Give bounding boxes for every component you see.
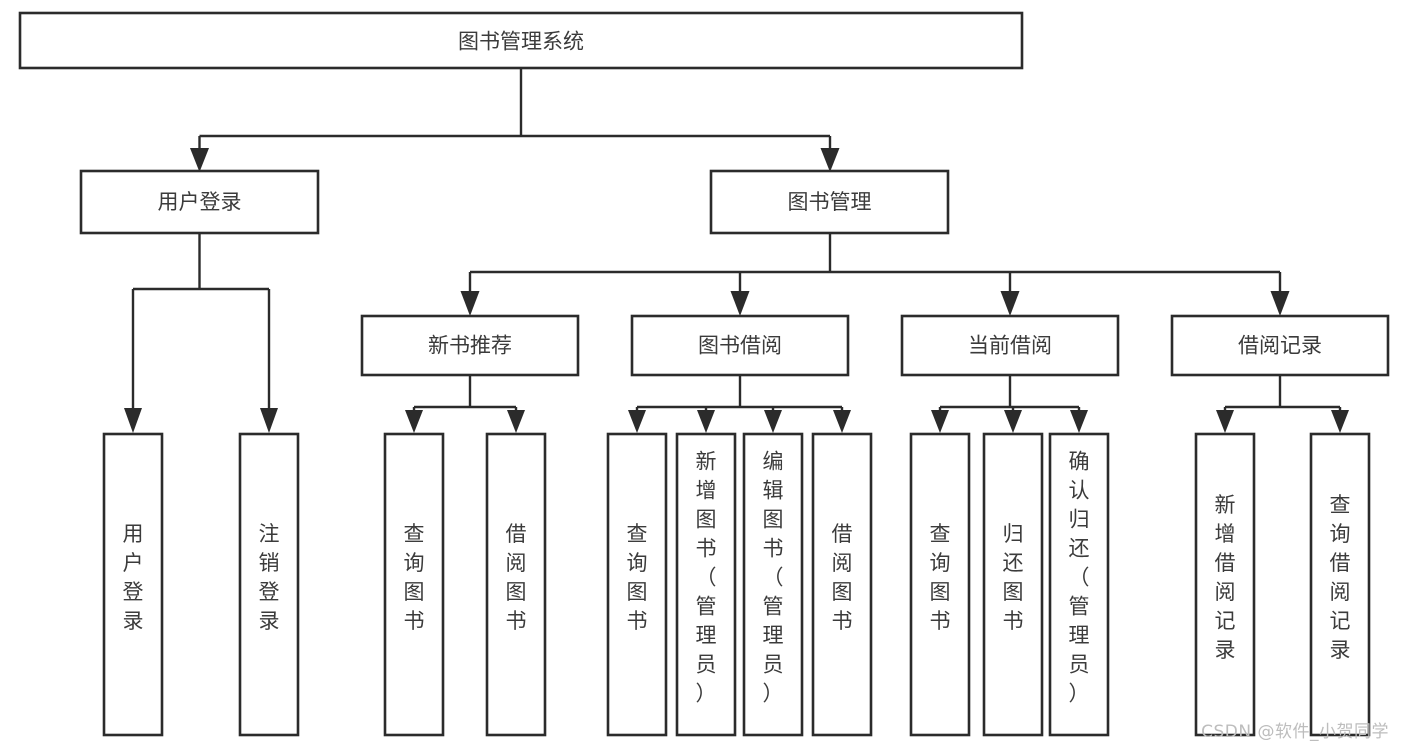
arrowhead-leaf-return-book bbox=[1004, 410, 1022, 433]
node-leaf-user-login[interactable]: 用户登录 bbox=[102, 432, 164, 737]
arrowhead-borrow-record bbox=[1270, 291, 1290, 316]
node-user-login[interactable]: 用户登录 bbox=[79, 169, 320, 235]
node-leaf-borrow-book-rec[interactable]: 借阅图书 bbox=[485, 432, 547, 737]
node-book-manage[interactable]: 图书管理 bbox=[709, 169, 950, 235]
node-leaf-user-login-label: 用户登录 bbox=[123, 522, 144, 633]
node-current-borrow-box[interactable] bbox=[900, 314, 1120, 377]
node-leaf-query-book-borrow-label: 查询图书 bbox=[627, 522, 648, 633]
arrowhead-new-book-recommend bbox=[460, 291, 480, 316]
node-root[interactable]: 图书管理系统 bbox=[18, 11, 1024, 70]
node-leaf-borrow-book[interactable]: 借阅图书 bbox=[811, 432, 873, 737]
arrowhead-current-borrow bbox=[1000, 291, 1020, 316]
node-user-login-label: 用户登录 bbox=[158, 190, 242, 214]
arrowhead-leaf-add-book-admin bbox=[697, 410, 715, 433]
node-leaf-query-book-rec-label: 查询图书 bbox=[404, 522, 425, 633]
node-leaf-return-book-box[interactable] bbox=[982, 432, 1044, 737]
node-leaf-add-borrow-record-box[interactable] bbox=[1194, 432, 1256, 737]
arrowhead-book-manage bbox=[820, 148, 840, 172]
node-book-manage-label: 图书管理 bbox=[788, 190, 872, 214]
arrowhead-leaf-confirm-return-admin bbox=[1070, 410, 1088, 433]
arrowhead-leaf-edit-book-admin bbox=[764, 410, 782, 433]
arrowhead-book-borrow bbox=[730, 291, 750, 316]
node-leaf-add-borrow-record-label: 新增借阅记录 bbox=[1215, 493, 1236, 662]
node-book-borrow-label: 图书借阅 bbox=[698, 334, 782, 358]
node-root-label: 图书管理系统 bbox=[458, 30, 584, 54]
arrowhead-leaf-query-book-borrow bbox=[628, 410, 646, 433]
node-leaf-confirm-return-admin-box[interactable] bbox=[1048, 432, 1110, 737]
node-new-book-recommend-box[interactable] bbox=[360, 314, 580, 377]
node-leaf-query-borrow-record[interactable]: 查询借阅记录 bbox=[1309, 432, 1371, 737]
node-leaf-borrow-book-label: 借阅图书 bbox=[832, 522, 853, 633]
arrowhead-leaf-query-book-rec bbox=[405, 410, 423, 433]
node-borrow-record-label: 借阅记录 bbox=[1238, 334, 1322, 358]
arrowhead-user-login bbox=[190, 148, 209, 172]
node-leaf-confirm-return-admin[interactable]: 确认归还（管理员） bbox=[1048, 432, 1110, 737]
node-leaf-borrow-book-box[interactable] bbox=[811, 432, 873, 737]
node-leaf-add-book-admin-label: 新增图书（管理员） bbox=[696, 450, 717, 706]
node-leaf-edit-book-admin-box[interactable] bbox=[742, 432, 804, 737]
arrowhead-leaf-user-login bbox=[124, 408, 142, 433]
node-leaf-add-borrow-record[interactable]: 新增借阅记录 bbox=[1194, 432, 1256, 737]
connectors-group bbox=[124, 68, 1349, 433]
node-book-borrow-box[interactable] bbox=[630, 314, 850, 377]
arrowhead-leaf-borrow-book bbox=[833, 410, 851, 433]
node-leaf-query-book-current-label: 查询图书 bbox=[930, 522, 951, 633]
node-user-login-box[interactable] bbox=[79, 169, 320, 235]
node-leaf-query-book-borrow[interactable]: 查询图书 bbox=[606, 432, 668, 737]
arrowhead-leaf-query-book-current bbox=[931, 410, 949, 433]
node-root-box[interactable] bbox=[18, 11, 1024, 70]
node-book-borrow[interactable]: 图书借阅 bbox=[630, 314, 850, 377]
node-leaf-query-book-current[interactable]: 查询图书 bbox=[909, 432, 971, 737]
node-current-borrow-label: 当前借阅 bbox=[968, 334, 1052, 358]
node-new-book-recommend[interactable]: 新书推荐 bbox=[360, 314, 580, 377]
node-leaf-add-book-admin-box[interactable] bbox=[675, 432, 737, 737]
node-borrow-record-box[interactable] bbox=[1170, 314, 1390, 377]
node-leaf-borrow-book-rec-label: 借阅图书 bbox=[506, 522, 527, 633]
arrowhead-leaf-add-borrow-record bbox=[1216, 410, 1234, 433]
node-leaf-return-book-label: 归还图书 bbox=[1003, 522, 1024, 633]
node-new-book-recommend-label: 新书推荐 bbox=[428, 334, 512, 358]
node-book-manage-box[interactable] bbox=[709, 169, 950, 235]
node-leaf-user-login-box[interactable] bbox=[102, 432, 164, 737]
arrowhead-leaf-borrow-book-rec bbox=[507, 410, 525, 433]
node-leaf-return-book[interactable]: 归还图书 bbox=[982, 432, 1044, 737]
node-leaf-borrow-book-rec-box[interactable] bbox=[485, 432, 547, 737]
arrowhead-leaf-logout-login bbox=[260, 408, 278, 433]
node-leaf-edit-book-admin-label: 编辑图书（管理员） bbox=[763, 450, 784, 706]
csdn-watermark: CSDN @软件_小贺同学 bbox=[1201, 722, 1389, 742]
node-borrow-record[interactable]: 借阅记录 bbox=[1170, 314, 1390, 377]
node-leaf-edit-book-admin[interactable]: 编辑图书（管理员） bbox=[742, 432, 804, 737]
node-leaf-query-borrow-record-label: 查询借阅记录 bbox=[1330, 493, 1351, 662]
node-leaf-query-book-rec-box[interactable] bbox=[383, 432, 445, 737]
node-leaf-confirm-return-admin-label: 确认归还（管理员） bbox=[1069, 450, 1090, 706]
arrowhead-leaf-query-borrow-record bbox=[1331, 410, 1349, 433]
node-leaf-query-borrow-record-box[interactable] bbox=[1309, 432, 1371, 737]
node-leaf-query-book-borrow-box[interactable] bbox=[606, 432, 668, 737]
node-leaf-query-book-rec[interactable]: 查询图书 bbox=[383, 432, 445, 737]
node-current-borrow[interactable]: 当前借阅 bbox=[900, 314, 1120, 377]
node-leaf-add-book-admin[interactable]: 新增图书（管理员） bbox=[675, 432, 737, 737]
node-leaf-logout-login[interactable]: 注销登录 bbox=[238, 432, 300, 737]
node-leaf-logout-login-label: 注销登录 bbox=[259, 522, 280, 633]
node-leaf-logout-login-box[interactable] bbox=[238, 432, 300, 737]
node-leaf-query-book-current-box[interactable] bbox=[909, 432, 971, 737]
